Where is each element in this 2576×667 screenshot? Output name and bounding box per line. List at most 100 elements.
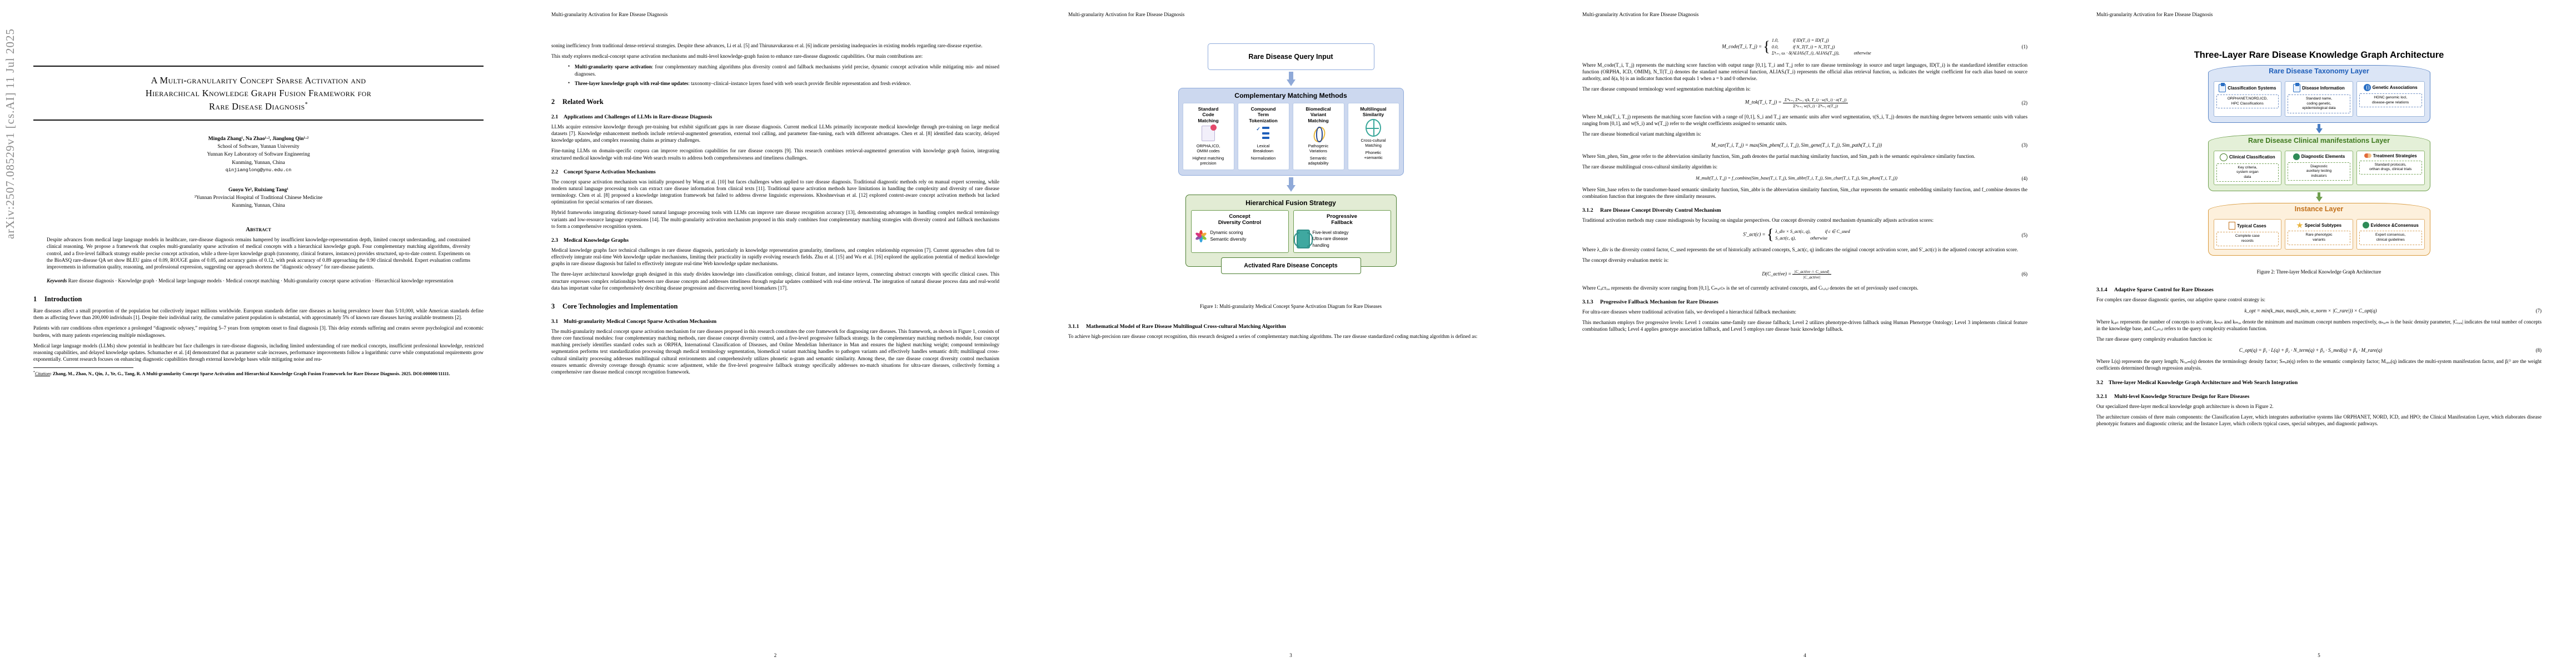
dna-circle-icon [2363, 84, 2371, 91]
equation-number: (1) [2021, 44, 2028, 50]
figure1-matching-panel: Complementary Matching Methods Standard … [1178, 88, 1404, 176]
figure1-method-card: Standard Code Matching ORPHA,ICD, OMIM c… [1182, 103, 1234, 170]
method-title: Compound Term Tokenization [1249, 106, 1278, 123]
layer-card: Classification Systems ORPHANET,NORD,ICD… [2213, 81, 2282, 117]
layer-card: Diagnostic Elements Diagnostic auxiliary… [2285, 150, 2353, 186]
subsection-number: 3.1.2 [1582, 207, 1593, 213]
card-title: Disease Information [2302, 85, 2345, 91]
figure1-output-box: Activated Rare Disease Concepts [1220, 257, 1361, 275]
figure-1-caption: Figure 1: Multi-granularity Medical Conc… [1200, 303, 1382, 310]
card-detail: Complete case records [2216, 232, 2279, 246]
fusion-title: Concept Diversity Control [1218, 213, 1262, 226]
fusion-line: handling [1312, 242, 1329, 248]
footnote-citation: *Citation: Zhang, M., Zhao, N., Qin, J.,… [33, 371, 484, 377]
section-number: 1 [33, 295, 37, 303]
subsection-number: 3.2.1 [2096, 393, 2107, 400]
list-item: Three-layer knowledge graph with real-ti… [568, 79, 999, 87]
keywords-label: Keywords [47, 277, 67, 283]
card-title: Typical Cases [2236, 223, 2266, 228]
footnote-marker: * [33, 371, 35, 375]
checklist-icon: ✓ [1240, 126, 1287, 141]
page-number: 4 [1803, 653, 1806, 658]
arrow-down-icon [1286, 72, 1296, 86]
document-icon [2228, 222, 2235, 230]
contributions-list: Multi-granularity sparse activation: fou… [551, 63, 999, 87]
contribution-lead-1: Multi-granularity sparse activation [575, 64, 652, 70]
figure1-fusion-panel: Hierarchical Fusion Strategy Concept Div… [1185, 194, 1397, 275]
kg-3-2-1-paragraph-2: The architecture consists of three main … [2096, 414, 2542, 426]
subsection-title: Concept Sparse Activation Mechanisms [564, 168, 656, 175]
subsection-number: 2.1 [551, 113, 559, 120]
equation-numerator: Σᵐₖ₌₁ Σⁿₗ₌₁ τ(k, T_i) · w(S_i) · σ(T_j) [1782, 97, 1848, 103]
equation-number: (2) [2021, 100, 2028, 106]
equation-lhs: M_var(T_i, T_j) = max(Sim_phen(T_i, T_j)… [1711, 142, 1882, 148]
method-desc-2: Phonetic +semantic [1364, 150, 1383, 161]
star-icon [2296, 222, 2303, 228]
keywords-text: Rare disease diagnosis · Knowledge graph… [68, 277, 454, 283]
pill-icon [2364, 153, 2371, 158]
core-3-1-2-paragraph-1: Traditional activation methods may cause… [1582, 217, 1934, 223]
stethoscope-icon [2219, 153, 2228, 161]
affiliation-1: School of Software, Yunnan University [217, 144, 300, 150]
author-block: Mingda Zhang¹, Na Zhao¹·², Jianglong Qin… [33, 135, 484, 210]
subsection-number: 2.3 [551, 237, 559, 243]
card-detail: HGNC genomic locl, disease-gene relation… [2359, 93, 2422, 108]
kg-3-1-4-paragraph-4: Where L(q) represents the query length; … [2096, 359, 2542, 371]
intro-paragraph-3: Medical large language models (LLMs) sho… [33, 342, 484, 362]
dna-helix-icon [1295, 125, 1342, 144]
card-title: Diagnostic Elements [2301, 154, 2345, 160]
arrow-down-icon [1286, 177, 1296, 192]
card-title: Clinical Classification [2229, 155, 2275, 160]
equation-2-lead: The rare disease compound terminology wo… [1582, 86, 1751, 92]
related-2-1-paragraph-2: Fine-tuning LLMs on domain-specific corp… [551, 148, 999, 161]
subsection-title: Adaptive Sparse Control for Rare Disease… [2114, 286, 2214, 293]
section-number: 2 [551, 97, 555, 106]
kg-3-2-1-paragraph-1: Our specialized three-layer medical know… [2096, 403, 2274, 409]
subsection-title: Applications and Challenges of LLMs in R… [564, 113, 712, 120]
subsection-title: Progressive Fallback Mechanism for Rare … [1600, 298, 1718, 305]
fusion-line: Five-level strategy [1312, 230, 1349, 235]
card-detail: Expert consensus, clinical guidelines [2359, 231, 2422, 245]
fusion-line: Ultra-rare disease [1312, 236, 1348, 242]
figure1-input-box: Rare Disease Query Input [1207, 43, 1374, 70]
battery-icon [1293, 229, 1313, 248]
title-rule-bottom [33, 120, 484, 121]
title-line-3: Rare Disease Diagnosis [209, 101, 305, 112]
layer-card: Special Subtypes Rare phenotypic variant… [2285, 219, 2353, 250]
author-email[interactable]: qinjianglong@ynu.edu.cn [225, 167, 292, 173]
related-2-3-paragraph-1: Medical knowledge graphs face technical … [551, 247, 999, 267]
subsection-number: 3.1 [551, 318, 559, 325]
arxiv-stamp: arXiv:2507.08529v1 [cs.AI] 11 Jul 2025 [3, 28, 17, 239]
globe-icon [1350, 118, 1397, 137]
page-1: arXiv:2507.08529v1 [cs.AI] 11 Jul 2025 A… [0, 0, 517, 667]
page-2: Multi-granularity Activation for Rare Di… [517, 0, 1034, 667]
subsection-number: 2.2 [551, 168, 559, 175]
intro-paragraph-2: Patients with rare conditions often expe… [33, 325, 484, 338]
intro-paragraph-5: This study explores medical-concept spar… [551, 53, 923, 59]
fusion-title: Progressive Fallback [1327, 213, 1357, 226]
list-item: Multi-granularity sparse activation: fou… [568, 63, 999, 77]
card-title: Genetic Associations [2372, 84, 2418, 90]
method-desc-1: Lexical Breakdown [1253, 143, 1274, 154]
case-value: Σⁿᵢ₌₁ ωᵢ · δ(ALIASᵢ(T_i), ALIASⱼ(T_j)), [1771, 51, 1840, 56]
running-head-4: Multi-granularity Activation for Rare Di… [1582, 12, 1699, 18]
equation-number: (3) [2021, 142, 2028, 148]
contribution-body-1: : four complementary matching algorithms… [575, 64, 999, 77]
abstract-text: Despite advances from medical large lang… [47, 236, 470, 270]
subsection-title: Three-layer Medical Knowledge Graph Arch… [2109, 379, 2298, 386]
affiliation-2: Yunnan Key Laboratory of Software Engine… [207, 152, 310, 158]
contribution-body-2: : taxonomy–clinical–instance layers fuse… [688, 80, 911, 86]
section-title: Core Technologies and Implementation [562, 302, 678, 310]
equation-denominator: |C_active| [1803, 274, 1821, 280]
equation-lhs: S'_act(c) = [1743, 231, 1766, 237]
layer-card: Typical Cases Complete case records [2213, 219, 2282, 250]
equation-number: (8) [2535, 347, 2542, 354]
page-number: 5 [2318, 653, 2320, 658]
equation-lhs: D(C_active) = [1762, 271, 1792, 277]
equation-number: (7) [2535, 307, 2542, 313]
figure-1: Rare Disease Query Input Complementary M… [1068, 43, 1513, 309]
checkmark-icon [2293, 153, 2300, 160]
